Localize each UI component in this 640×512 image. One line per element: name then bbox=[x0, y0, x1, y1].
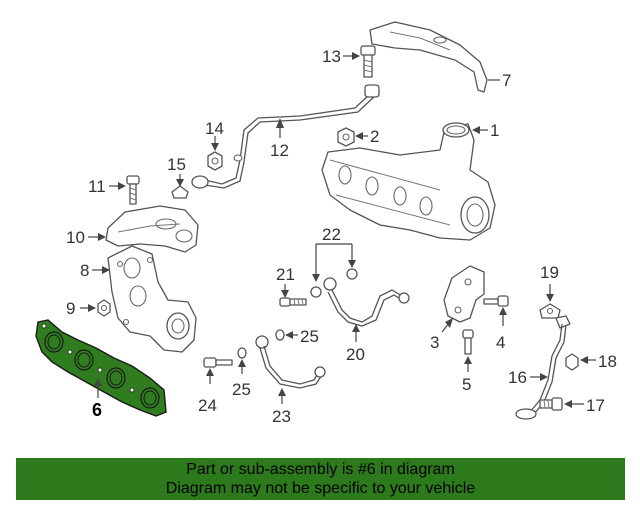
callout-22: 22 bbox=[322, 225, 341, 244]
part-25-washer-lower[interactable] bbox=[237, 347, 247, 359]
part-9-nut[interactable] bbox=[97, 299, 111, 317]
callout-11: 11 bbox=[88, 177, 106, 196]
callout-12: 12 bbox=[270, 141, 289, 160]
part-23-coolant-pipe[interactable] bbox=[255, 335, 326, 389]
info-banner: Part or sub-assembly is #6 in diagram Di… bbox=[16, 458, 625, 500]
part-8-exhaust-manifold[interactable] bbox=[107, 245, 197, 353]
callout-15: 15 bbox=[167, 155, 186, 174]
callout-25-upper: 25 bbox=[300, 327, 319, 346]
part-7-heat-shield[interactable] bbox=[369, 21, 488, 93]
part-5-bolt[interactable] bbox=[462, 329, 474, 355]
callout-13: 13 bbox=[322, 47, 341, 66]
part-4-bolt[interactable] bbox=[483, 295, 509, 307]
part-18-washer[interactable] bbox=[565, 353, 579, 371]
part-17-banjo-bolt[interactable] bbox=[539, 397, 563, 411]
callout-17: 17 bbox=[586, 396, 605, 415]
part-21-bolt[interactable] bbox=[279, 297, 307, 307]
callout-16: 16 bbox=[508, 368, 527, 387]
part-14-nut[interactable] bbox=[207, 151, 223, 171]
part-1-turbocharger[interactable] bbox=[321, 122, 496, 241]
part-25-washer-upper[interactable] bbox=[275, 329, 285, 341]
part-19-gasket[interactable] bbox=[539, 303, 561, 319]
callout-21: 21 bbox=[276, 265, 295, 284]
part-22-gasket-rings[interactable] bbox=[310, 268, 358, 298]
part-24-bolt[interactable] bbox=[203, 357, 233, 368]
callout-4: 4 bbox=[496, 333, 505, 352]
banner-disclaimer: Diagram may not be specific to your vehi… bbox=[165, 480, 476, 497]
callout-8: 8 bbox=[80, 261, 89, 280]
callout-2: 2 bbox=[370, 127, 379, 146]
part-13-bolt[interactable] bbox=[360, 45, 376, 78]
callout-10: 10 bbox=[66, 228, 85, 247]
callout-19: 19 bbox=[540, 263, 559, 282]
callout-1: 1 bbox=[490, 121, 499, 140]
part-3-bracket[interactable] bbox=[443, 265, 485, 323]
callout-23: 23 bbox=[272, 407, 291, 426]
callout-18: 18 bbox=[598, 352, 617, 371]
callout-24: 24 bbox=[198, 396, 217, 415]
callout-5: 5 bbox=[462, 375, 471, 394]
callout-20: 20 bbox=[346, 345, 365, 364]
part-10-heat-shield[interactable] bbox=[105, 205, 199, 253]
callout-14: 14 bbox=[205, 119, 224, 138]
part-20-oil-return-pipe[interactable] bbox=[323, 277, 410, 327]
callout-25-lower: 25 bbox=[232, 380, 251, 399]
part-6-manifold-gasket[interactable] bbox=[35, 319, 167, 417]
callout-9: 9 bbox=[66, 299, 75, 318]
part-15-washer[interactable] bbox=[171, 185, 189, 199]
part-12-oil-pipe[interactable] bbox=[191, 84, 380, 189]
callout-3: 3 bbox=[430, 333, 439, 352]
part-11-stud[interactable] bbox=[126, 175, 140, 205]
callout-7: 7 bbox=[502, 71, 511, 90]
banner-part-note: Part or sub-assembly is #6 in diagram bbox=[186, 461, 455, 478]
part-2-nut[interactable] bbox=[337, 127, 355, 147]
callout-6: 6 bbox=[92, 400, 102, 420]
